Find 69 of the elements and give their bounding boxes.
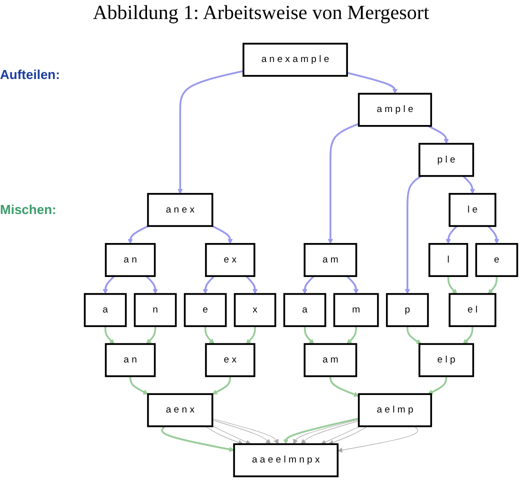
arrow [346, 275, 359, 294]
arrow [283, 418, 360, 444]
node-box: l [428, 243, 468, 277]
arrow [293, 419, 360, 444]
node-box: a n [104, 243, 156, 277]
arrow [212, 418, 279, 444]
node-box: l e [448, 192, 496, 227]
arrow [246, 275, 258, 294]
node-box: n [134, 293, 177, 328]
arrow [146, 326, 156, 344]
node-box: a n [104, 343, 156, 378]
arrow [212, 376, 232, 394]
node-box: m [333, 293, 379, 328]
node-box: a m [304, 343, 358, 378]
node-box: a m p l e [358, 92, 432, 127]
title: Abbildung 1: Arbeitsweise von Mergesort [92, 2, 430, 25]
arrow [204, 326, 214, 344]
arrow [202, 275, 215, 294]
arrow [428, 125, 449, 144]
node-box: e l [448, 293, 496, 328]
arrow [330, 376, 360, 397]
arrow [462, 175, 476, 194]
arrow [212, 420, 271, 444]
stage-label: Mischen: [0, 202, 58, 217]
arrow [428, 376, 448, 394]
arrow [487, 225, 500, 244]
node-box: p l e [418, 142, 474, 177]
node-box: p [386, 293, 429, 328]
arrow [146, 275, 158, 294]
arrow [404, 175, 422, 294]
arrow [205, 426, 244, 445]
stage-label: Aufteilen: [0, 67, 61, 82]
arrow [447, 276, 458, 294]
node-box: e l p [418, 343, 474, 378]
arrow [212, 225, 233, 244]
node-box: a m [304, 243, 358, 277]
arrow [406, 326, 422, 344]
arrow [462, 326, 474, 344]
arrow [104, 326, 114, 344]
node-box: e [475, 243, 518, 277]
arrow [300, 420, 360, 444]
arrow [102, 275, 115, 294]
arrow [128, 225, 149, 244]
node-box: a e n x [147, 393, 214, 428]
node-box: e [184, 293, 227, 328]
node-box: a [283, 293, 326, 328]
arrow [488, 276, 498, 294]
arrow [446, 225, 458, 244]
node-box: x [234, 293, 276, 328]
arrow [178, 70, 244, 194]
arrow [212, 426, 251, 445]
node-box: a [84, 293, 127, 328]
arrow [161, 426, 234, 452]
node-box: e x [205, 343, 256, 378]
node-box: a n e x [147, 192, 214, 227]
node-box: a e l m p [358, 393, 432, 428]
node-box: a n e x a m p l e [242, 42, 348, 77]
arrow [302, 275, 315, 294]
arrow [346, 326, 357, 344]
arrow [320, 426, 360, 445]
arrow [129, 376, 148, 394]
arrow [346, 72, 398, 94]
arrow [328, 123, 360, 244]
arrow [328, 426, 368, 445]
arrow [337, 426, 418, 453]
arrow [304, 326, 314, 344]
node-box: e x [205, 243, 256, 277]
node-box: a a e e l m n p x [233, 443, 339, 478]
arrow [246, 326, 256, 344]
